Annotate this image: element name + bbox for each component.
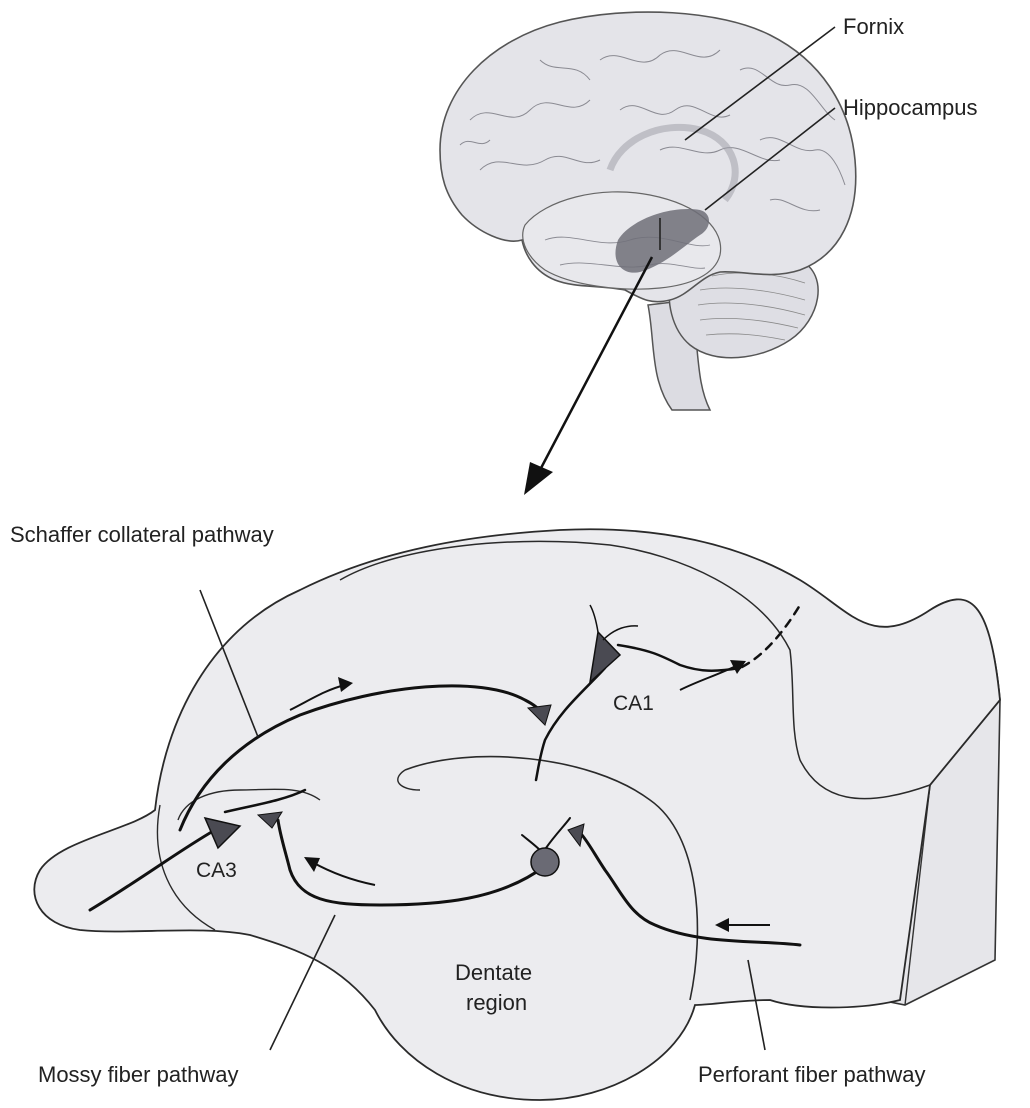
zoom-arrow-shaft (540, 257, 652, 470)
hippocampus-label: Hippocampus (843, 95, 978, 120)
schaffer-label: Schaffer collateral pathway (10, 522, 274, 547)
dentate-granule-cell (531, 848, 559, 876)
ca1-label: CA1 (613, 692, 654, 715)
dentate-label-line1: Dentate (455, 960, 532, 985)
dentate-label-line2: region (466, 990, 527, 1015)
ca3-label: CA3 (196, 859, 237, 882)
fornix-label: Fornix (843, 14, 904, 39)
perforant-label: Perforant fiber pathway (698, 1062, 925, 1087)
zoom-arrow-head (524, 462, 553, 495)
brain-illustration (440, 12, 856, 410)
mossy-label: Mossy fiber pathway (38, 1062, 239, 1087)
